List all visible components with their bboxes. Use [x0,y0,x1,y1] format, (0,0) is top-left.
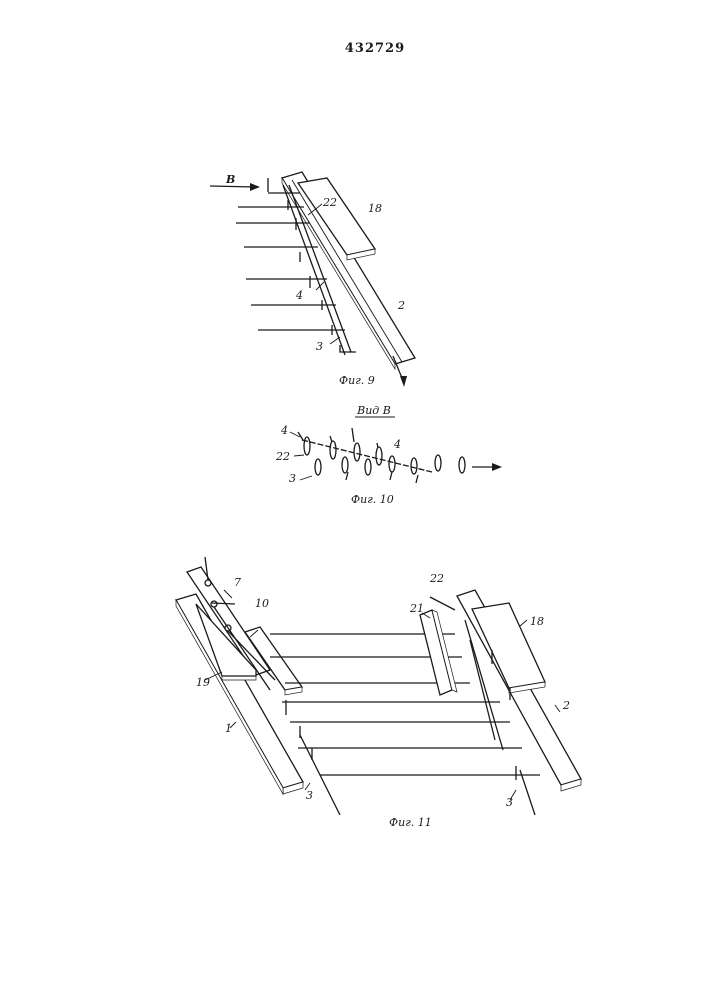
strip-1 [176,594,303,788]
fig11-label-18: 18 [530,615,544,628]
needle-row-3 [315,455,465,475]
fig11-caption: Фиг. 11 [389,816,432,829]
fig9-view-marker: В [225,173,235,186]
fig10-caption: Фиг. 10 [351,493,394,506]
figure-9: В 22 18 4 2 3 Фиг. 9 [210,172,415,387]
fig10-label-4a: 4 [280,424,288,437]
fig9-label-22: 22 [322,196,337,209]
fig9-label-18: 18 [368,202,382,215]
fig10-label-3: 3 [289,472,296,485]
fig9-caption: Фиг. 9 [339,374,375,387]
fig11-label-2: 2 [562,699,570,712]
fig11-label-1: 1 [225,722,232,735]
fig11-label-3b: 3 [506,796,513,809]
fig10-label-4b: 4 [393,438,401,451]
patent-number: 432729 [345,41,405,56]
fig9-label-2: 2 [397,299,405,312]
fig9-label-3: 3 [316,340,323,353]
figure-10: Вид В [275,404,502,506]
figure-11: 7 10 19 1 3 22 21 18 2 3 Фиг. 11 [176,557,581,829]
fig11-label-21: 21 [409,602,424,615]
fig11-label-10: 10 [255,597,269,610]
fig10-label-22: 22 [275,450,290,463]
fig11-label-7: 7 [234,576,241,589]
strip-2 [282,172,415,364]
fig9-label-4: 4 [295,289,303,302]
fig11-label-3a: 3 [306,789,313,802]
fig11-label-22: 22 [429,572,444,585]
fig11-label-19: 19 [196,676,210,689]
fig10-title: Вид В [356,404,391,417]
